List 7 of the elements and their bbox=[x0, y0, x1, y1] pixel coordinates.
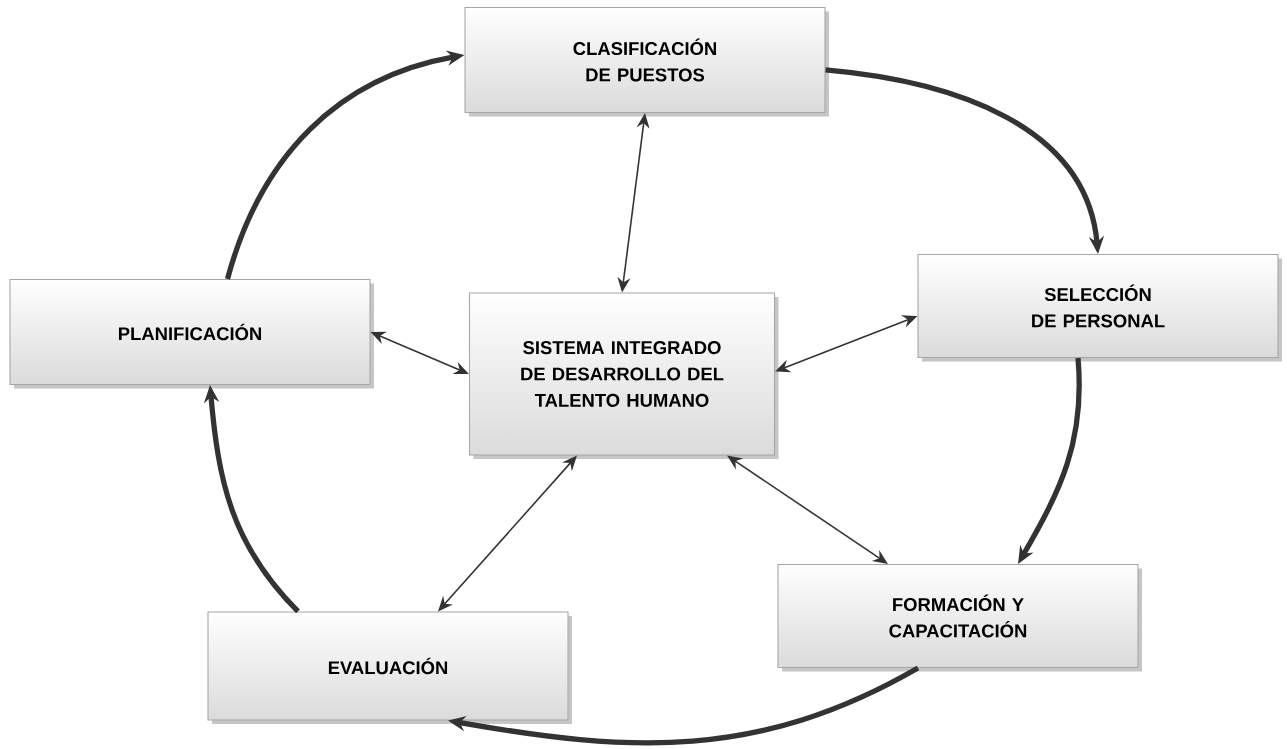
arrow bbox=[727, 455, 888, 564]
process-box: EVALUACIÓN bbox=[207, 611, 569, 721]
process-box: SISTEMA INTEGRADO DE DESARROLLO DEL TALENTO HUMANO bbox=[469, 292, 776, 456]
process-box: SELECCIÓN DE PERSONAL bbox=[917, 253, 1279, 358]
process-box: CLASIFICACIÓN DE PUESTOS bbox=[464, 6, 826, 113]
process-box: PLANIFICACIÓN bbox=[9, 278, 371, 385]
process-box: FORMACIÓN Y CAPACITACIÓN bbox=[777, 563, 1139, 668]
